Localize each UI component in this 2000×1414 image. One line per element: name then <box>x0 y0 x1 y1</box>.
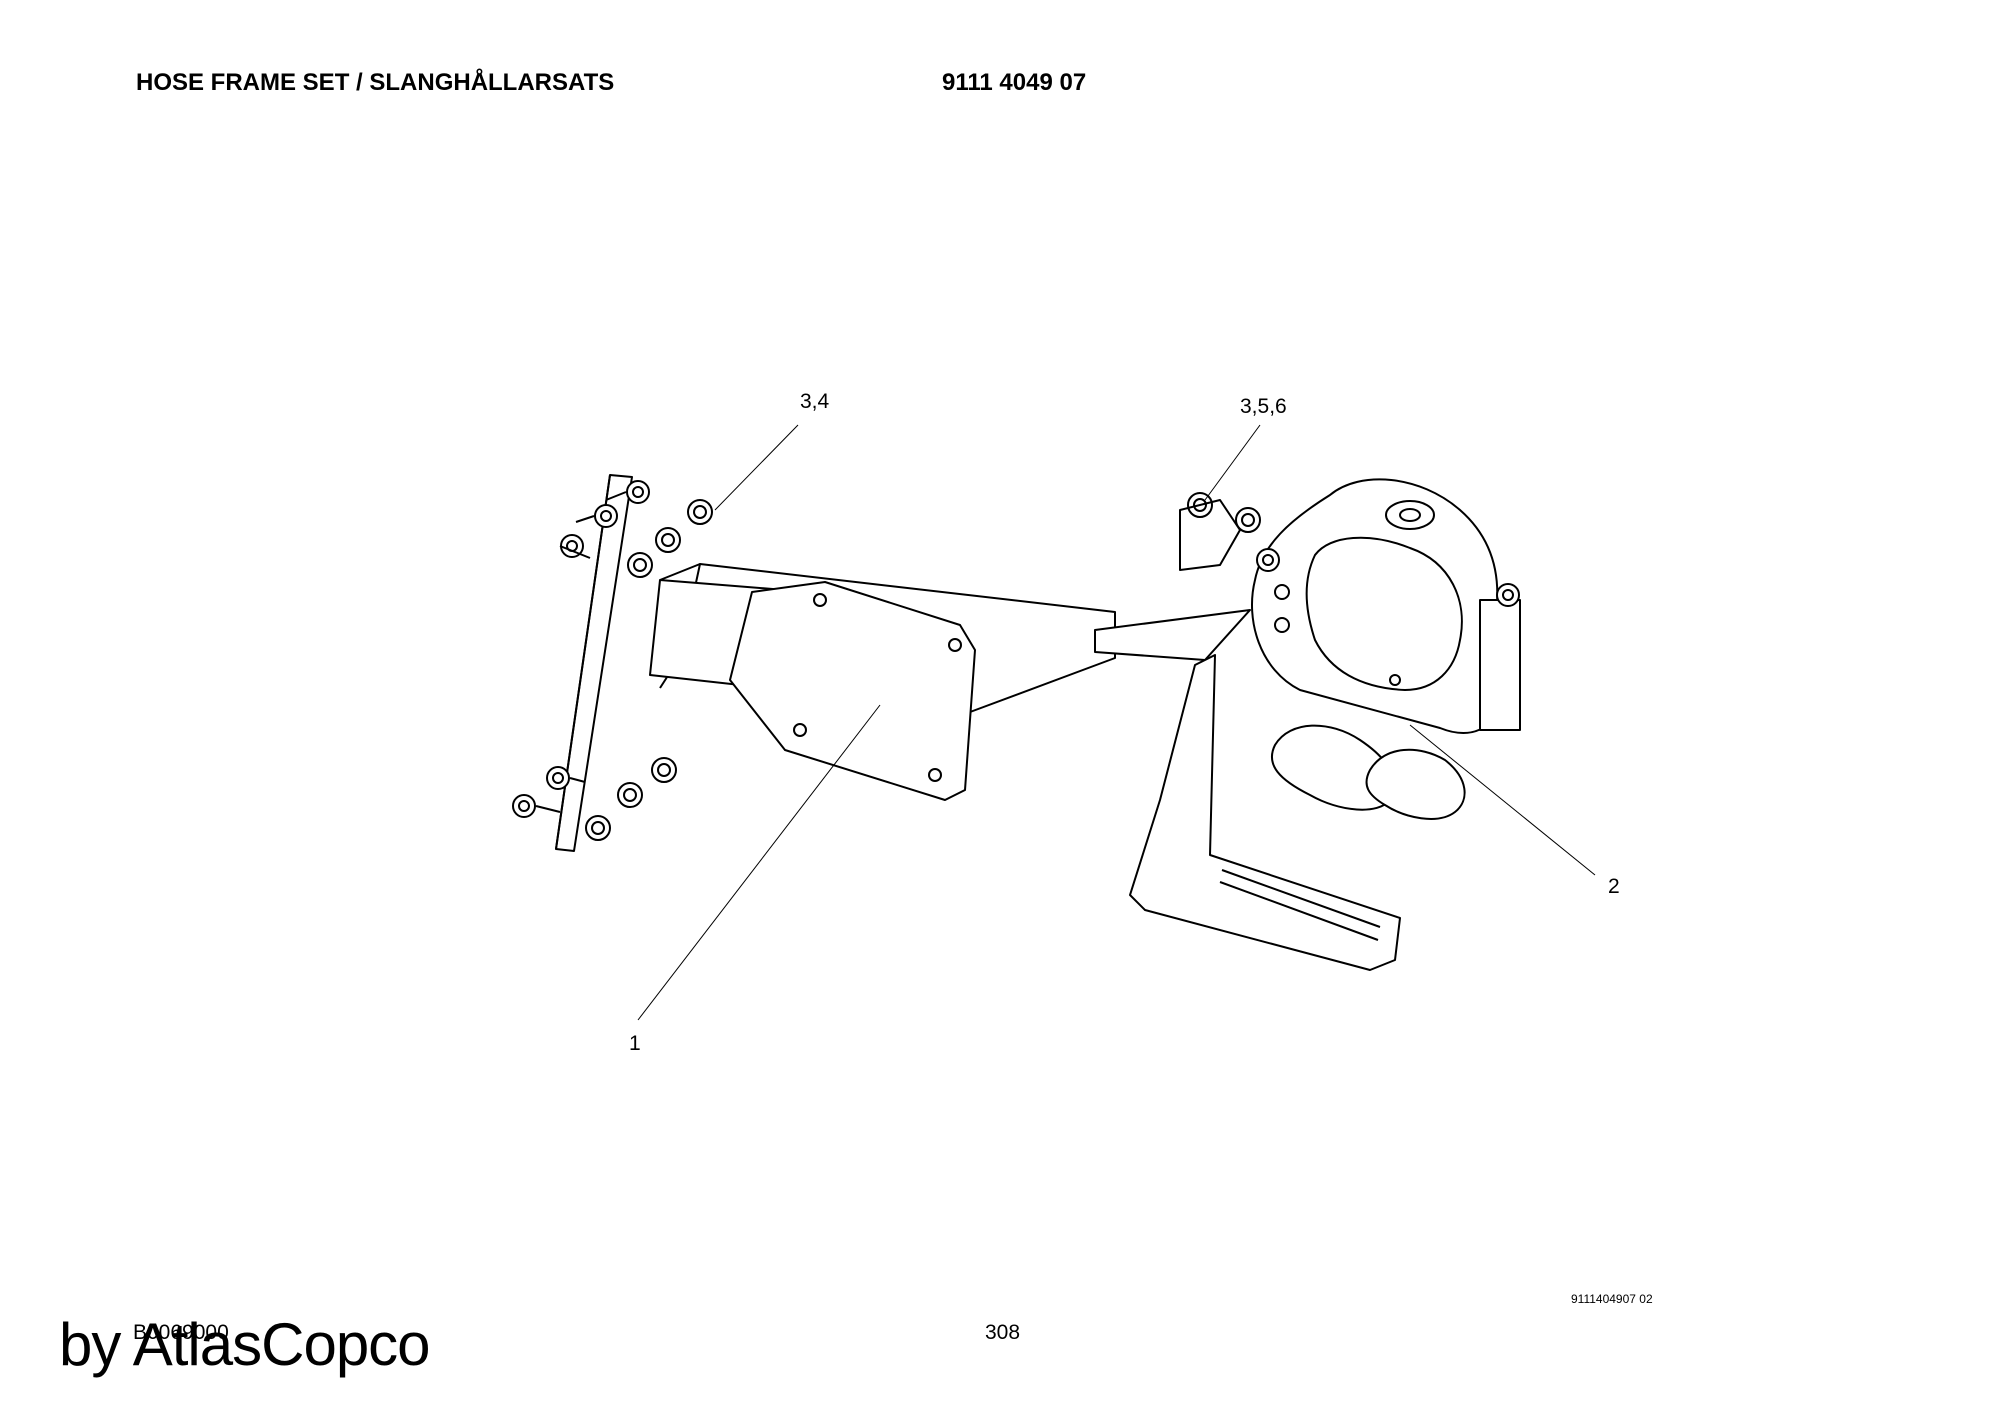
callout-3-4: 3,4 <box>800 390 830 413</box>
callout-1: 1 <box>629 1032 641 1055</box>
callout-2: 2 <box>1608 875 1620 898</box>
document-code: B0069000 <box>133 1321 229 1344</box>
stand-bracket <box>1094 492 1401 971</box>
plate-bolts <box>512 480 713 841</box>
figure-code: 9111404907 02 <box>1571 1292 1653 1306</box>
page-number: 308 <box>985 1321 1021 1344</box>
bracket-plate <box>729 581 976 801</box>
watermark: by AtlasCopco <box>59 1311 431 1378</box>
hose-clamp <box>1251 478 1521 820</box>
page-title: HOSE FRAME SET / SLANGHÅLLARSATS <box>136 69 615 96</box>
leader-lines <box>637 424 1596 1021</box>
part-number: 9111 4049 07 <box>942 69 1087 96</box>
callout-3-5-6: 3,5,6 <box>1240 395 1287 418</box>
